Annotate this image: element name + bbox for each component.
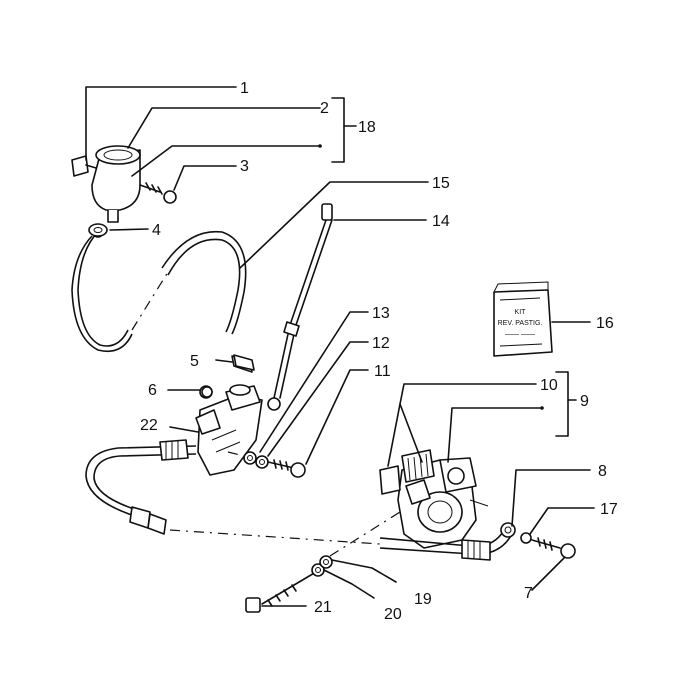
callout-13: 13	[372, 305, 390, 322]
callout-12: 12	[372, 335, 390, 352]
repair-kit-package: KIT REV. PASTIG. —— ——	[493, 281, 553, 357]
callout-6: 6	[148, 382, 157, 399]
bracket-18	[331, 97, 357, 163]
callout-1: 1	[240, 80, 249, 97]
callout-10: 10	[540, 377, 558, 394]
banjo-bolt-set	[227, 451, 306, 478]
brake-pipe	[267, 203, 333, 411]
brake-caliper	[397, 457, 489, 549]
callout-20: 20	[384, 606, 402, 623]
brake-pads	[379, 449, 435, 495]
caliper-hose	[85, 439, 381, 545]
brake-fluid-reservoir	[71, 145, 141, 223]
callout-17: 17	[600, 501, 618, 518]
callout-21: 21	[314, 599, 332, 616]
callout-7: 7	[524, 585, 533, 602]
group-dot-18	[318, 144, 322, 148]
leader-lines	[85, 86, 595, 607]
kit-label-line2: REV. PASTIG.	[498, 320, 543, 327]
callout-labels: 1 2 18 3 4 15 14 16 5 6 22 13 12 11 10 9…	[140, 80, 618, 623]
callout-11: 11	[374, 363, 391, 380]
callout-14: 14	[432, 213, 450, 230]
callout-19: 19	[414, 591, 432, 608]
callout-2: 2	[320, 100, 329, 117]
callout-9: 9	[580, 393, 589, 410]
nut	[201, 386, 213, 398]
callout-3: 3	[240, 158, 249, 175]
kit-label-line3: —— ——	[505, 331, 535, 338]
callout-16: 16	[596, 315, 614, 332]
bottom-bolt-set	[245, 511, 401, 613]
bracket-9	[555, 371, 577, 437]
bleed-cap	[233, 354, 255, 371]
reservoir-screw	[139, 182, 177, 204]
callout-15: 15	[432, 175, 450, 192]
callout-22: 22	[140, 417, 158, 434]
group-dot-9	[540, 406, 544, 410]
reservoir-hose	[71, 226, 247, 353]
callout-5: 5	[190, 353, 199, 370]
master-cylinder	[195, 355, 263, 476]
callout-18: 18	[358, 119, 376, 136]
callout-8: 8	[598, 463, 607, 480]
kit-label-line1: KIT	[515, 309, 527, 316]
callout-4: 4	[152, 222, 161, 239]
hose-clamp	[88, 223, 108, 237]
